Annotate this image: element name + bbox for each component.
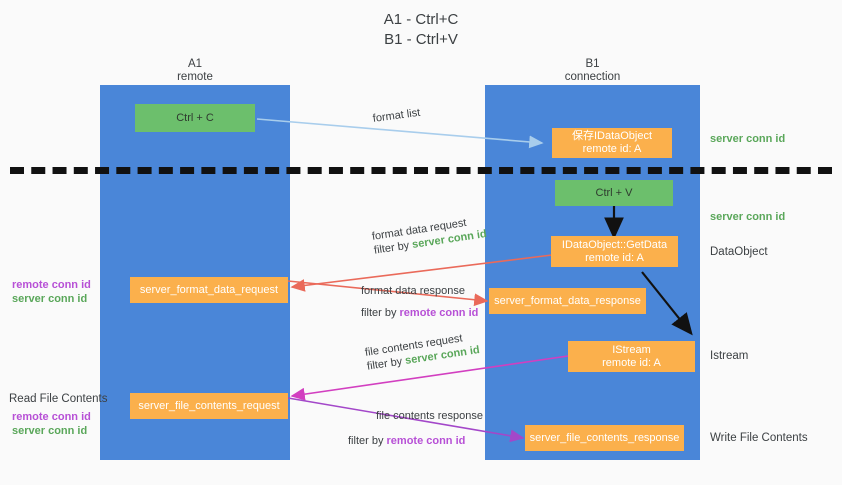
- edge-label-format-data-response-filter-key: remote conn id: [399, 307, 479, 319]
- page-title: A1 - Ctrl+C B1 - Ctrl+V: [0, 10, 842, 50]
- edge-label-file-contents-request: file contents request filter by server c…: [364, 329, 481, 374]
- lane-header-a1-sub: remote: [177, 71, 213, 83]
- annotation-server-conn-id-mid-text: server conn id: [710, 211, 786, 223]
- lane-header-b1: B1 connection: [485, 58, 700, 84]
- node-istream-line-1: IStream: [612, 343, 651, 356]
- edge-label-format-list: format list: [372, 106, 421, 126]
- node-server-file-contents-response[interactable]: server_file_contents_response: [525, 425, 684, 451]
- node-ctrl-v[interactable]: Ctrl + V: [555, 180, 673, 206]
- annotation-conn-ids-file: remote conn id server conn id: [12, 410, 91, 438]
- annotation-dataobject: DataObject: [710, 245, 768, 260]
- annotation-server-conn-id-mid: server conn id: [710, 210, 785, 224]
- edge-label-format-data-response: format data response filter by remote co…: [361, 284, 478, 320]
- edge-label-format-data-response-text: format data response: [361, 285, 465, 297]
- node-server-file-contents-request-label: server_file_contents_request: [138, 399, 280, 412]
- node-idataobject-getdata[interactable]: IDataObject::GetData remote id: A: [551, 236, 678, 267]
- edge-label-format-data-response-filter-prefix: filter by: [361, 307, 400, 319]
- edge-label-format-data-request: format data request filter by server con…: [371, 213, 488, 258]
- annotation-read-file-contents-text: Read File Contents: [9, 393, 108, 405]
- annotation-conn-ids-format: remote conn id server conn id: [12, 278, 91, 306]
- node-server-format-data-response-label: server_format_data_response: [494, 294, 641, 307]
- annotation-istream: Istream: [710, 349, 748, 364]
- lane-header-b1-sub: connection: [564, 71, 621, 83]
- annotation-read-file-contents: Read File Contents: [9, 392, 107, 407]
- annotation-write-file-contents: Write File Contents: [710, 431, 808, 446]
- node-ctrl-c[interactable]: Ctrl + C: [135, 104, 255, 132]
- lane-header-b1-name: B1: [585, 58, 600, 70]
- node-server-file-contents-response-label: server_file_contents_response: [529, 431, 680, 444]
- node-save-dataobject[interactable]: 保存IDataObject remote id: A: [552, 128, 672, 158]
- edge-label-file-contents-response-text: file contents response: [376, 410, 484, 422]
- annotation-server-conn-id-top-text: server conn id: [710, 133, 786, 145]
- annotation-conn-ids-format-server: server conn id: [12, 293, 88, 305]
- edge-label-file-contents-response-filter: filter by remote conn id: [348, 423, 483, 448]
- node-server-format-data-request[interactable]: server_format_data_request: [130, 277, 288, 303]
- node-ctrl-c-label: Ctrl + C: [176, 111, 214, 124]
- annotation-server-conn-id-top: server conn id: [710, 132, 785, 146]
- lane-header-a1: A1 remote: [100, 58, 290, 84]
- node-server-format-data-request-label: server_format_data_request: [139, 283, 279, 296]
- node-server-format-data-response[interactable]: server_format_data_response: [489, 288, 646, 314]
- phase-divider: [10, 167, 832, 174]
- edge-label-file-contents-response-filter-prefix: filter by: [348, 435, 387, 447]
- annotation-conn-ids-file-server: server conn id: [12, 425, 88, 437]
- node-server-file-contents-request[interactable]: server_file_contents_request: [130, 393, 288, 419]
- lane-header-a1-name: A1: [187, 58, 203, 70]
- node-save-dataobject-line-1: 保存IDataObject: [571, 130, 653, 142]
- edge-label-format-data-response-filter: filter by remote conn id: [361, 298, 478, 320]
- page-title-line-2: B1 - Ctrl+V: [384, 31, 458, 48]
- node-idataobject-getdata-line-2: remote id: A: [585, 251, 644, 264]
- annotation-conn-ids-format-remote: remote conn id: [12, 279, 91, 291]
- node-save-dataobject-line-2: remote id: A: [582, 143, 642, 155]
- node-istream-line-2: remote id: A: [602, 356, 661, 369]
- edge-label-format-list-text: format list: [372, 106, 421, 125]
- node-istream[interactable]: IStream remote id: A: [568, 341, 695, 372]
- edge-label-file-contents-response-filter-key: remote conn id: [386, 435, 466, 447]
- annotation-write-file-contents-text: Write File Contents: [710, 432, 808, 444]
- annotation-conn-ids-file-remote: remote conn id: [12, 411, 91, 423]
- annotation-istream-text: Istream: [710, 350, 749, 362]
- edge-label-file-contents-response: file contents response filter by remote …: [348, 409, 484, 448]
- page-title-line-1: A1 - Ctrl+C: [383, 11, 459, 28]
- node-idataobject-getdata-line-1: IDataObject::GetData: [561, 238, 668, 251]
- node-ctrl-v-label: Ctrl + V: [595, 186, 633, 199]
- annotation-dataobject-text: DataObject: [710, 246, 768, 258]
